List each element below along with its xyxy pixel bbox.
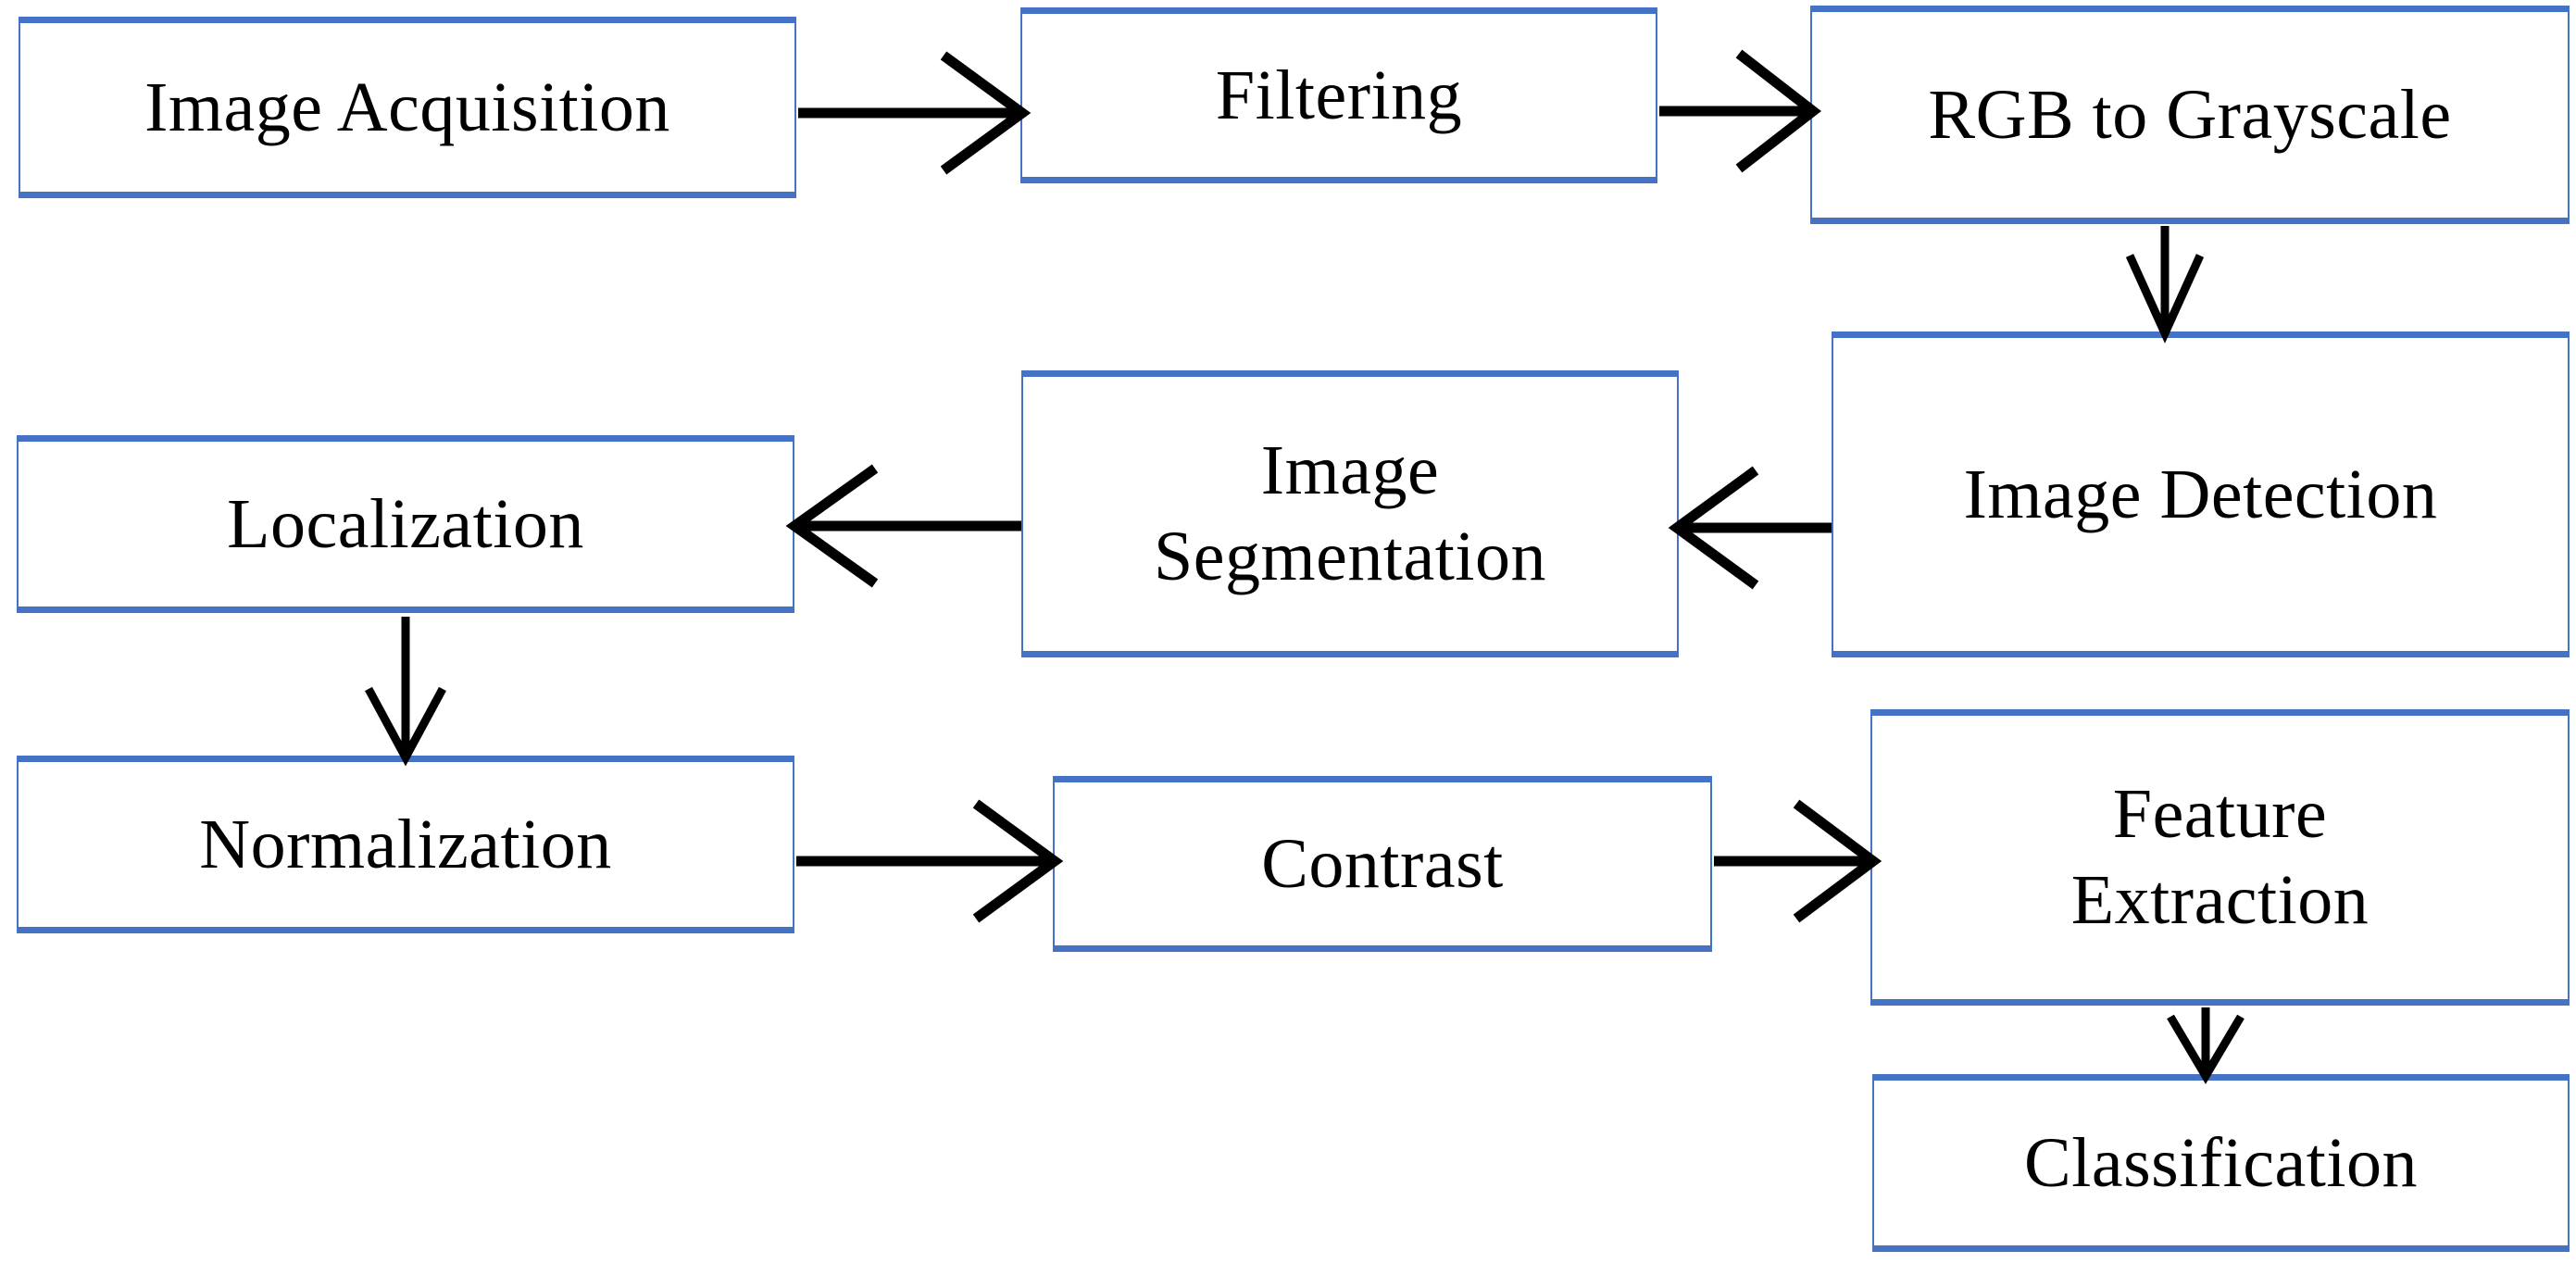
edge-filtering-to-grayscale — [1659, 49, 1821, 173]
edge-feature-to-classification — [2167, 1007, 2245, 1084]
node-rgb-to-grayscale[interactable]: RGB to Grayscale — [1810, 6, 2570, 224]
edge-normalization-to-contrast — [796, 799, 1064, 923]
node-label-contrast: Contrast — [1261, 824, 1504, 903]
node-image-acquisition[interactable]: Image Acquisition — [19, 17, 796, 198]
node-localization[interactable]: Localization — [17, 435, 794, 613]
node-label-image-acquisition: Image Acquisition — [144, 68, 670, 146]
node-label-normalization: Normalization — [199, 805, 612, 883]
edge-contrast-to-feature-extraction — [1714, 799, 1882, 923]
edge-localization-to-normalization — [365, 617, 446, 767]
node-normalization[interactable]: Normalization — [17, 756, 794, 933]
node-label-image-segmentation: Image Segmentation — [1154, 431, 1546, 595]
node-label-localization: Localization — [227, 484, 584, 563]
node-label-classification: Classification — [2024, 1123, 2418, 1202]
node-label-filtering: Filtering — [1215, 56, 1463, 134]
node-label-image-detection: Image Detection — [1963, 455, 2438, 533]
node-filtering[interactable]: Filtering — [1020, 7, 1657, 183]
edge-detection-to-segmentation — [1668, 466, 1832, 590]
edge-segmentation-to-localization — [785, 464, 1021, 588]
node-label-rgb-to-grayscale: RGB to Grayscale — [1928, 75, 2452, 154]
node-contrast[interactable]: Contrast — [1053, 776, 1712, 952]
node-classification[interactable]: Classification — [1872, 1074, 2570, 1252]
node-feature-extraction[interactable]: Feature Extraction — [1870, 709, 2570, 1006]
node-label-feature-extraction: Feature Extraction — [2070, 775, 2370, 939]
node-image-detection[interactable]: Image Detection — [1832, 331, 2570, 657]
node-image-segmentation[interactable]: Image Segmentation — [1021, 370, 1679, 657]
edge-acquisition-to-filtering — [798, 51, 1032, 175]
edge-grayscale-to-detection — [2125, 226, 2205, 344]
